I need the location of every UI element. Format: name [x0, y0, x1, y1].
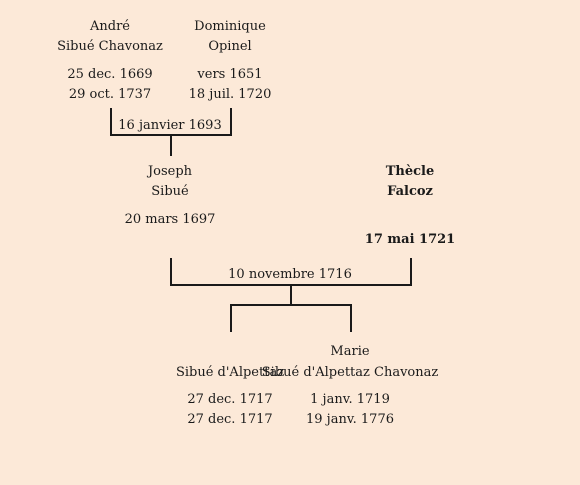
grandparents-marriage-date: 16 janvier 1693 — [118, 118, 222, 133]
father-surname: Sibué — [151, 184, 189, 199]
grandparents-descent-line — [170, 134, 172, 156]
grandfather-death: 29 oct. 1737 — [68, 87, 152, 102]
child-1-surname: Sibué d'Alpettaz — [175, 365, 285, 380]
grandfather-connector — [110, 108, 112, 136]
grandmother-birth: vers 1651 — [197, 67, 263, 82]
father-birth: 20 mars 1697 — [124, 212, 216, 227]
child-2-surname: Sibué d'Alpettaz Chavonaz — [261, 365, 439, 380]
child-2-death: 19 janv. 1776 — [306, 412, 394, 427]
mother-surname: Falcoz — [387, 184, 433, 199]
child-2-connector — [350, 304, 352, 332]
mother-connector — [410, 258, 412, 286]
grandfather-surname: Sibué Chavonaz — [57, 39, 163, 54]
child-2-given-name: Marie — [330, 344, 370, 359]
grandmother-surname: Opinel — [208, 39, 252, 54]
child-2-birth: 1 janv. 1719 — [310, 392, 390, 407]
grandfather-given-name: André — [90, 19, 130, 34]
parents-marriage-date: 10 novembre 1716 — [228, 267, 352, 282]
child-1-birth: 27 dec. 1717 — [187, 392, 273, 407]
parents-descent-line — [290, 284, 292, 304]
grandmother-given-name: Dominique — [194, 19, 266, 34]
father-connector — [170, 258, 172, 286]
child-1-connector — [230, 304, 232, 332]
children-sibling-bar — [230, 304, 352, 306]
grandmother-connector — [230, 108, 232, 136]
mother-death: 17 mai 1721 — [364, 232, 456, 247]
father-given-name: Joseph — [147, 164, 193, 179]
mother-given-name: Thècle — [385, 164, 435, 179]
grandfather-birth: 25 dec. 1669 — [67, 67, 153, 82]
grandmother-death: 18 juil. 1720 — [188, 87, 272, 102]
child-1-death: 27 dec. 1717 — [187, 412, 273, 427]
